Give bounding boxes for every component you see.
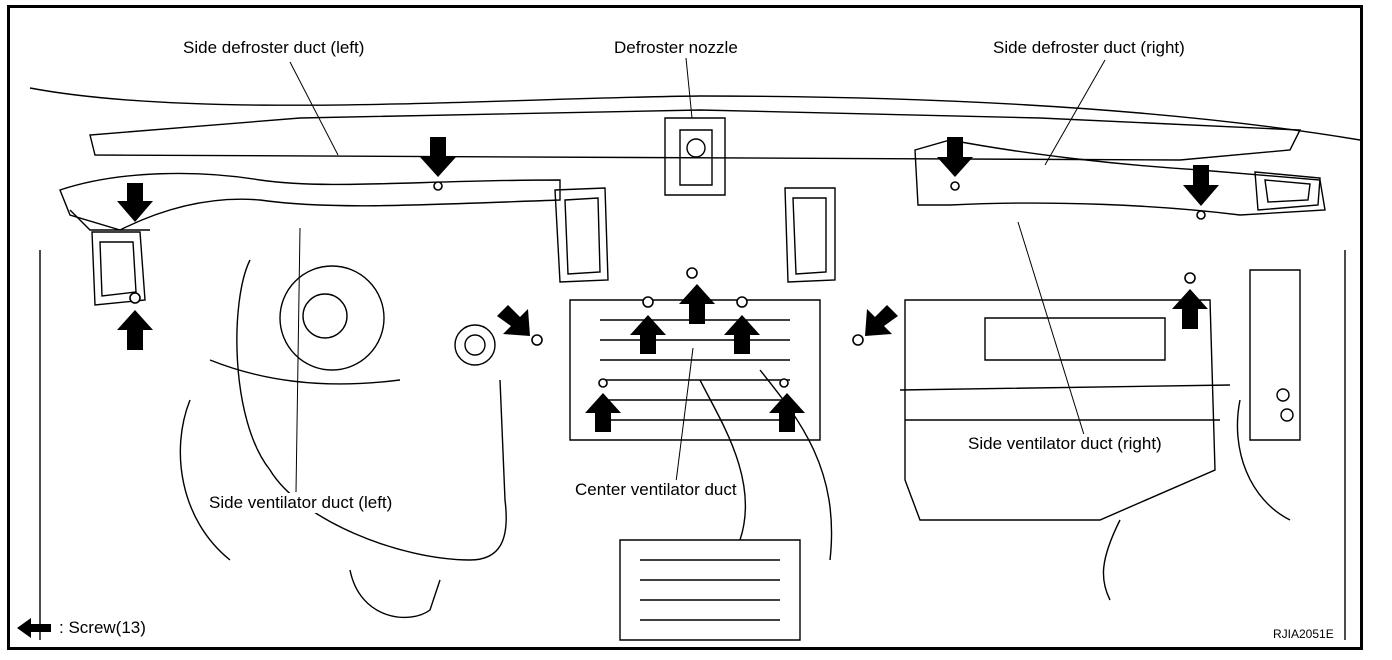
leader-line: [295, 227, 301, 493]
screw-arrow: [585, 393, 621, 432]
label-side-ventilator-duct-right: Side ventilator duct (right): [966, 434, 1164, 454]
side-ventilator-duct-left: [236, 259, 507, 561]
screw-arrow: [497, 305, 530, 336]
screw-marker: [598, 378, 608, 388]
screw-arrow: [1172, 289, 1208, 329]
label-defroster-nozzle: Defroster nozzle: [612, 38, 740, 58]
screw-arrow: [724, 315, 760, 354]
screw-marker: [1184, 272, 1196, 284]
center-vent-outlet-right: [784, 187, 836, 283]
screw-marker: [1196, 210, 1206, 220]
leader-line: [289, 61, 339, 156]
left-vent-outlet: [91, 231, 146, 306]
label-side-defroster-duct-right: Side defroster duct (right): [991, 38, 1187, 58]
screw-marker: [642, 296, 654, 308]
screw-marker: [852, 334, 864, 346]
steering-column: [279, 265, 385, 371]
dash-top-edge: [29, 87, 1361, 141]
screw-marker: [686, 267, 698, 279]
label-side-defroster-duct-left: Side defroster duct (left): [181, 38, 367, 58]
leader-line: [1044, 59, 1106, 166]
leader-line: [1017, 221, 1086, 439]
screw-marker: [736, 296, 748, 308]
screw-arrow: [117, 183, 153, 222]
side-ventilator-duct-right: [904, 299, 1216, 521]
figure-code: RJIA2051E: [1273, 627, 1334, 641]
screw-marker: [779, 378, 789, 388]
defroster-nozzle-shape: [664, 117, 726, 196]
screw-arrow: [679, 284, 715, 324]
leader-line: [675, 347, 694, 483]
screw-arrow: [420, 137, 456, 177]
arrow-left-icon: [17, 618, 51, 638]
legend: : Screw(13): [17, 618, 148, 638]
screw-marker: [433, 181, 443, 191]
screw-arrow: [865, 305, 898, 336]
legend-text: : Screw(13): [59, 618, 146, 637]
screw-marker: [950, 181, 960, 191]
label-side-ventilator-duct-left: Side ventilator duct (left): [207, 493, 395, 513]
center-vent-outlet-left: [554, 187, 609, 283]
label-center-ventilator-duct: Center ventilator duct: [573, 480, 739, 500]
screw-marker: [129, 292, 141, 304]
screw-arrow: [769, 393, 805, 432]
screw-arrow: [1183, 165, 1219, 206]
side-defroster-duct-right: [914, 139, 1326, 216]
screw-arrow: [117, 310, 153, 350]
screw-arrow: [937, 137, 973, 177]
screw-marker: [531, 334, 543, 346]
leader-line: [685, 57, 693, 119]
screw-arrow: [630, 315, 666, 354]
